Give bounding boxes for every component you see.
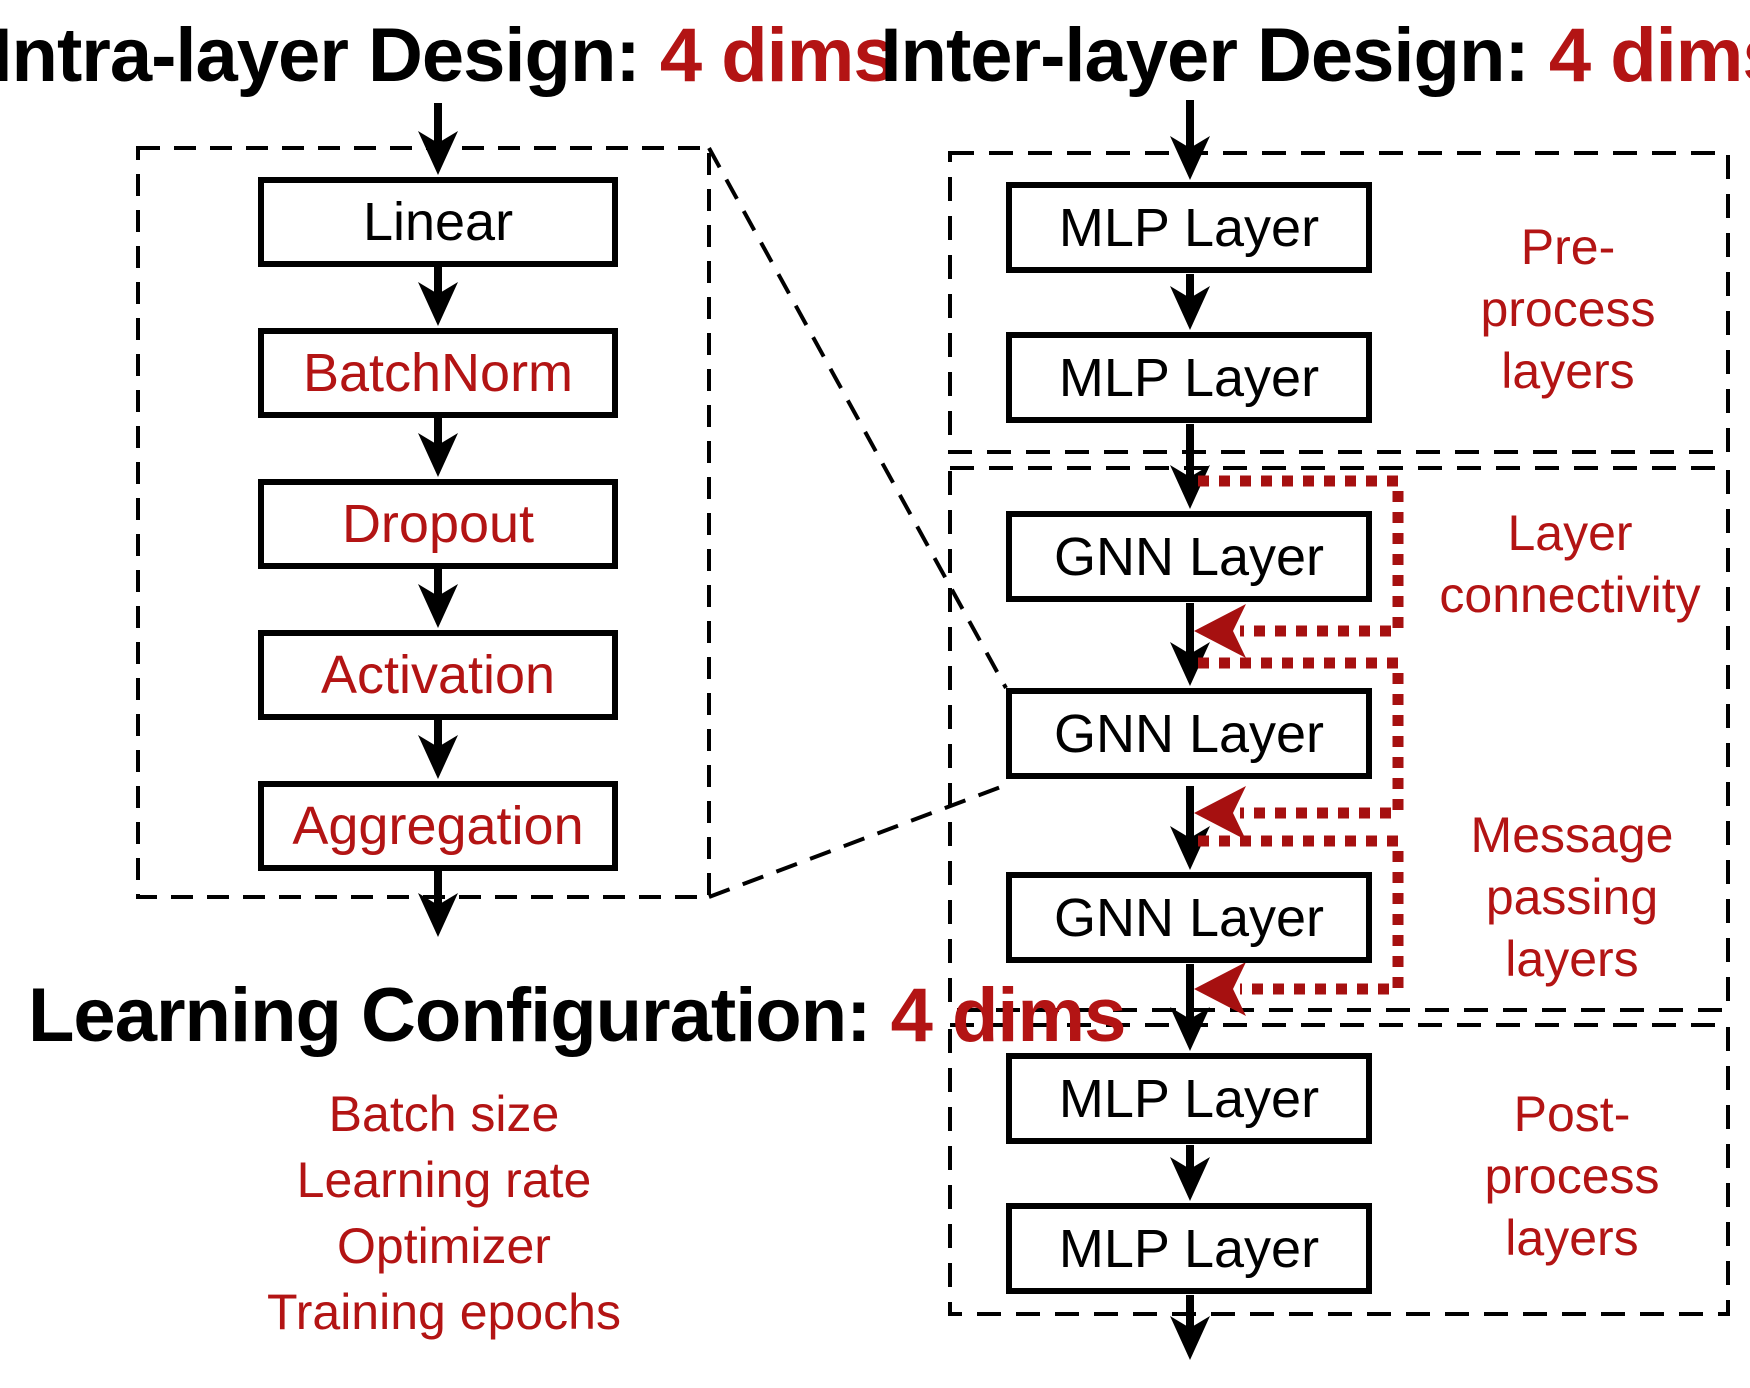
- zoom-connector-bottom-line: [708, 783, 1007, 899]
- layer-connectivity-label-line2: connectivity: [1439, 567, 1701, 623]
- message-passing-label-line2: passing: [1485, 869, 1659, 925]
- inter-layer-title: Inter-layer Design: 4 dims: [880, 12, 1750, 99]
- inter-flow-arrow-mlp2-gnn1: [1170, 424, 1210, 509]
- inter-node-mlp-1: MLP Layer: [1006, 182, 1372, 273]
- learning-item-optimizer: Optimizer: [337, 1218, 551, 1274]
- inter-flow-arrow-output: [1170, 1295, 1210, 1360]
- intra-flow-arrow-3: [418, 569, 458, 628]
- post-process-label: Post- process layers: [1484, 1083, 1659, 1269]
- intra-flow-arrow-input: [418, 103, 458, 175]
- zoom-connector-top-line: [707, 147, 1008, 689]
- layer-connectivity-label-line1: Layer: [1507, 505, 1633, 561]
- learning-configuration-title: Learning Configuration: 4 dims: [28, 972, 1127, 1059]
- pre-process-label-line2: process: [1480, 281, 1656, 337]
- inter-flow-arrow-gnn3-mlp3: [1170, 964, 1210, 1051]
- intra-flow-arrow-output: [418, 871, 458, 937]
- learning-item-batch-size: Batch size: [328, 1086, 560, 1142]
- intra-node-linear: Linear: [258, 177, 618, 267]
- inter-flow-arrow-mlp1-mlp2: [1170, 274, 1210, 330]
- inter-flow-arrow-mlp3-mlp4: [1170, 1145, 1210, 1201]
- message-passing-label-line1: Message: [1470, 807, 1674, 863]
- learning-configuration-title-dims: 4 dims: [890, 973, 1127, 1058]
- learning-item-learning-rate: Learning rate: [296, 1152, 592, 1208]
- inter-node-gnn-3: GNN Layer: [1006, 872, 1372, 963]
- inter-layer-title-text: Inter-layer Design:: [880, 13, 1549, 98]
- intra-flow-arrow-2: [418, 418, 458, 477]
- intra-flow-arrow-4: [418, 720, 458, 779]
- post-process-label-line3: layers: [1505, 1210, 1639, 1266]
- pre-process-label: Pre- process layers: [1480, 216, 1655, 402]
- post-process-label-line2: process: [1484, 1148, 1660, 1204]
- inter-node-gnn-2: GNN Layer: [1006, 688, 1372, 779]
- inter-flow-arrow-gnn1-gnn2: [1170, 603, 1210, 686]
- message-passing-label: Message passing layers: [1471, 804, 1674, 990]
- inter-node-gnn-1: GNN Layer: [1006, 511, 1372, 602]
- intra-node-dropout: Dropout: [258, 479, 618, 569]
- intra-node-batchnorm: BatchNorm: [258, 328, 618, 418]
- learning-configuration-title-text: Learning Configuration:: [28, 973, 891, 1058]
- intra-node-activation: Activation: [258, 630, 618, 720]
- inter-flow-arrow-gnn2-gnn3: [1170, 786, 1210, 870]
- pre-process-label-line1: Pre-: [1520, 219, 1616, 275]
- intra-node-aggregation: Aggregation: [258, 781, 618, 871]
- message-passing-label-line3: layers: [1505, 931, 1639, 987]
- layer-connectivity-label: Layer connectivity: [1439, 502, 1700, 626]
- inter-node-mlp-4: MLP Layer: [1006, 1203, 1372, 1294]
- inter-flow-arrow-input: [1170, 100, 1210, 180]
- inter-node-mlp-3: MLP Layer: [1006, 1053, 1372, 1144]
- pre-process-label-line3: layers: [1501, 343, 1635, 399]
- post-process-label-line1: Post-: [1513, 1086, 1631, 1142]
- learning-configuration-list: Batch size Learning rate Optimizer Train…: [267, 1081, 621, 1345]
- learning-item-training-epochs: Training epochs: [267, 1284, 621, 1340]
- inter-node-mlp-2: MLP Layer: [1006, 332, 1372, 423]
- intra-layer-title-text: Intra-layer Design:: [0, 13, 660, 98]
- intra-flow-arrow-1: [418, 267, 458, 326]
- intra-layer-title: Intra-layer Design: 4 dims: [0, 12, 896, 99]
- intra-layer-title-dims: 4 dims: [659, 13, 896, 98]
- inter-layer-title-dims: 4 dims: [1548, 13, 1750, 98]
